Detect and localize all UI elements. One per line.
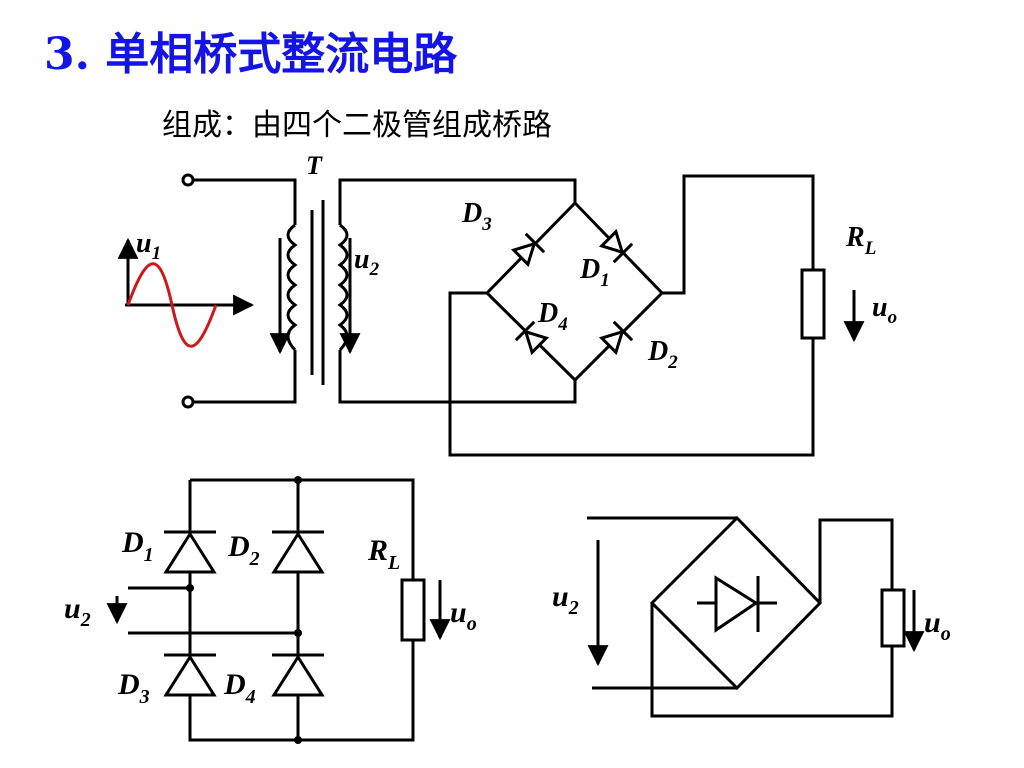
transformer-label: T	[306, 151, 323, 180]
bridge-symbol-diode-icon	[697, 575, 777, 633]
ladder-d2-label: D2	[227, 530, 260, 570]
d3-label: D3	[461, 198, 492, 235]
rl-label: RL	[845, 222, 876, 259]
symbol-uo-label: uo	[924, 606, 951, 645]
transformer: T	[269, 151, 577, 404]
ladder-load-resistor	[400, 578, 426, 642]
ladder-d3-label: D3	[117, 668, 150, 708]
ladder-rl-label: RL	[367, 534, 400, 574]
u1-label: u1	[136, 228, 161, 264]
bridge-rectifier-circuit: T u1 u2	[117, 151, 897, 457]
d1-label: D1	[579, 254, 610, 291]
slide-title: 3. 单相桥式整流电路	[44, 29, 458, 80]
ladder-diode-d2	[271, 530, 325, 574]
d4-label: D4	[537, 298, 568, 335]
bridge-ladder-circuit: D1 D2 D3 D4 RL u2 uo	[64, 476, 477, 744]
load-resistor	[800, 268, 826, 340]
symbol-u2-label: u2	[552, 580, 579, 619]
diode-d4	[514, 320, 550, 356]
bridge-symbol-circuit: u2 uo	[552, 515, 951, 718]
slide-subtitle: 组成：由四个二极管组成桥路	[162, 108, 552, 143]
diode-d2	[598, 320, 634, 356]
uo-label: uo	[872, 292, 897, 328]
load-circuit: RL uo	[448, 174, 897, 457]
input-voltage-graph: u1	[117, 228, 255, 348]
symbol-load-resistor	[880, 588, 906, 648]
diode-d1	[598, 228, 634, 264]
ladder-diode-d1	[163, 530, 217, 574]
sine-wave	[126, 262, 218, 348]
ladder-u2-label: u2	[64, 592, 91, 631]
input-terminals	[181, 173, 297, 409]
d2-label: D2	[647, 336, 678, 373]
ladder-diode-d4	[271, 653, 325, 697]
u2-label: u2	[354, 244, 380, 280]
ladder-d4-label: D4	[223, 668, 256, 708]
ladder-d1-label: D1	[121, 526, 154, 566]
ladder-diode-d3	[163, 653, 217, 697]
diode-bridge: D3 D1 D4 D2	[461, 198, 678, 383]
diode-d3	[510, 232, 546, 268]
ladder-uo-label: uo	[450, 596, 477, 635]
